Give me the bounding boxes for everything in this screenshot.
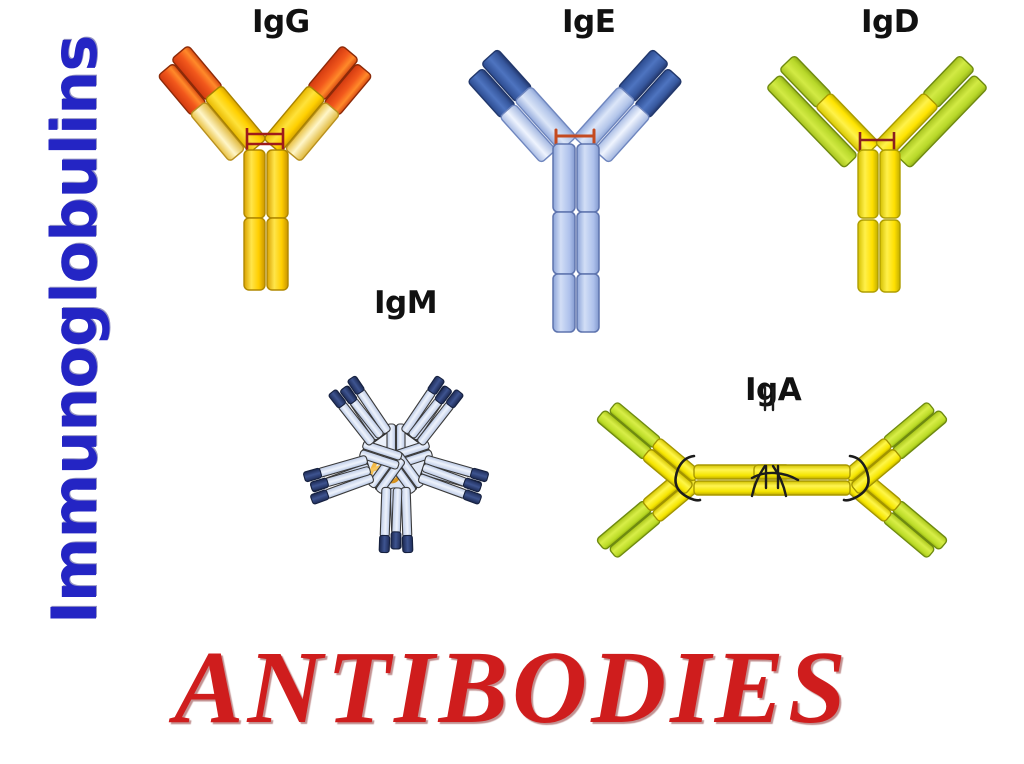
label-igm: IgM [374, 285, 438, 321]
iga-j-chain-strands [764, 464, 780, 490]
iga-j-chain [750, 386, 800, 498]
molecule-iga [552, 386, 992, 567]
ige-stem [552, 143, 600, 333]
label-igd: IgD [861, 4, 919, 40]
igg-hinge [245, 128, 285, 150]
igg-arm-right [264, 46, 372, 161]
iga-monomer-left [594, 397, 792, 563]
igm-subunits [297, 374, 495, 564]
label-igg: IgG [252, 4, 310, 40]
ige-arm-right [574, 49, 682, 163]
vertical-title-immunoglobulins: Immunoglobulins [37, 35, 111, 625]
iga-monomer-right [752, 397, 950, 563]
igg-arm-left [158, 46, 266, 161]
label-ige: IgE [562, 4, 616, 40]
molecule-ige [460, 10, 690, 340]
molecule-igm [266, 330, 526, 600]
molecule-igd [762, 14, 992, 314]
headline-antibodies: ANTIBODIES [174, 630, 850, 745]
igd-hinge [858, 132, 896, 152]
molecule-igg [150, 10, 380, 310]
igd-stem [857, 149, 901, 293]
igg-stem [243, 149, 289, 291]
